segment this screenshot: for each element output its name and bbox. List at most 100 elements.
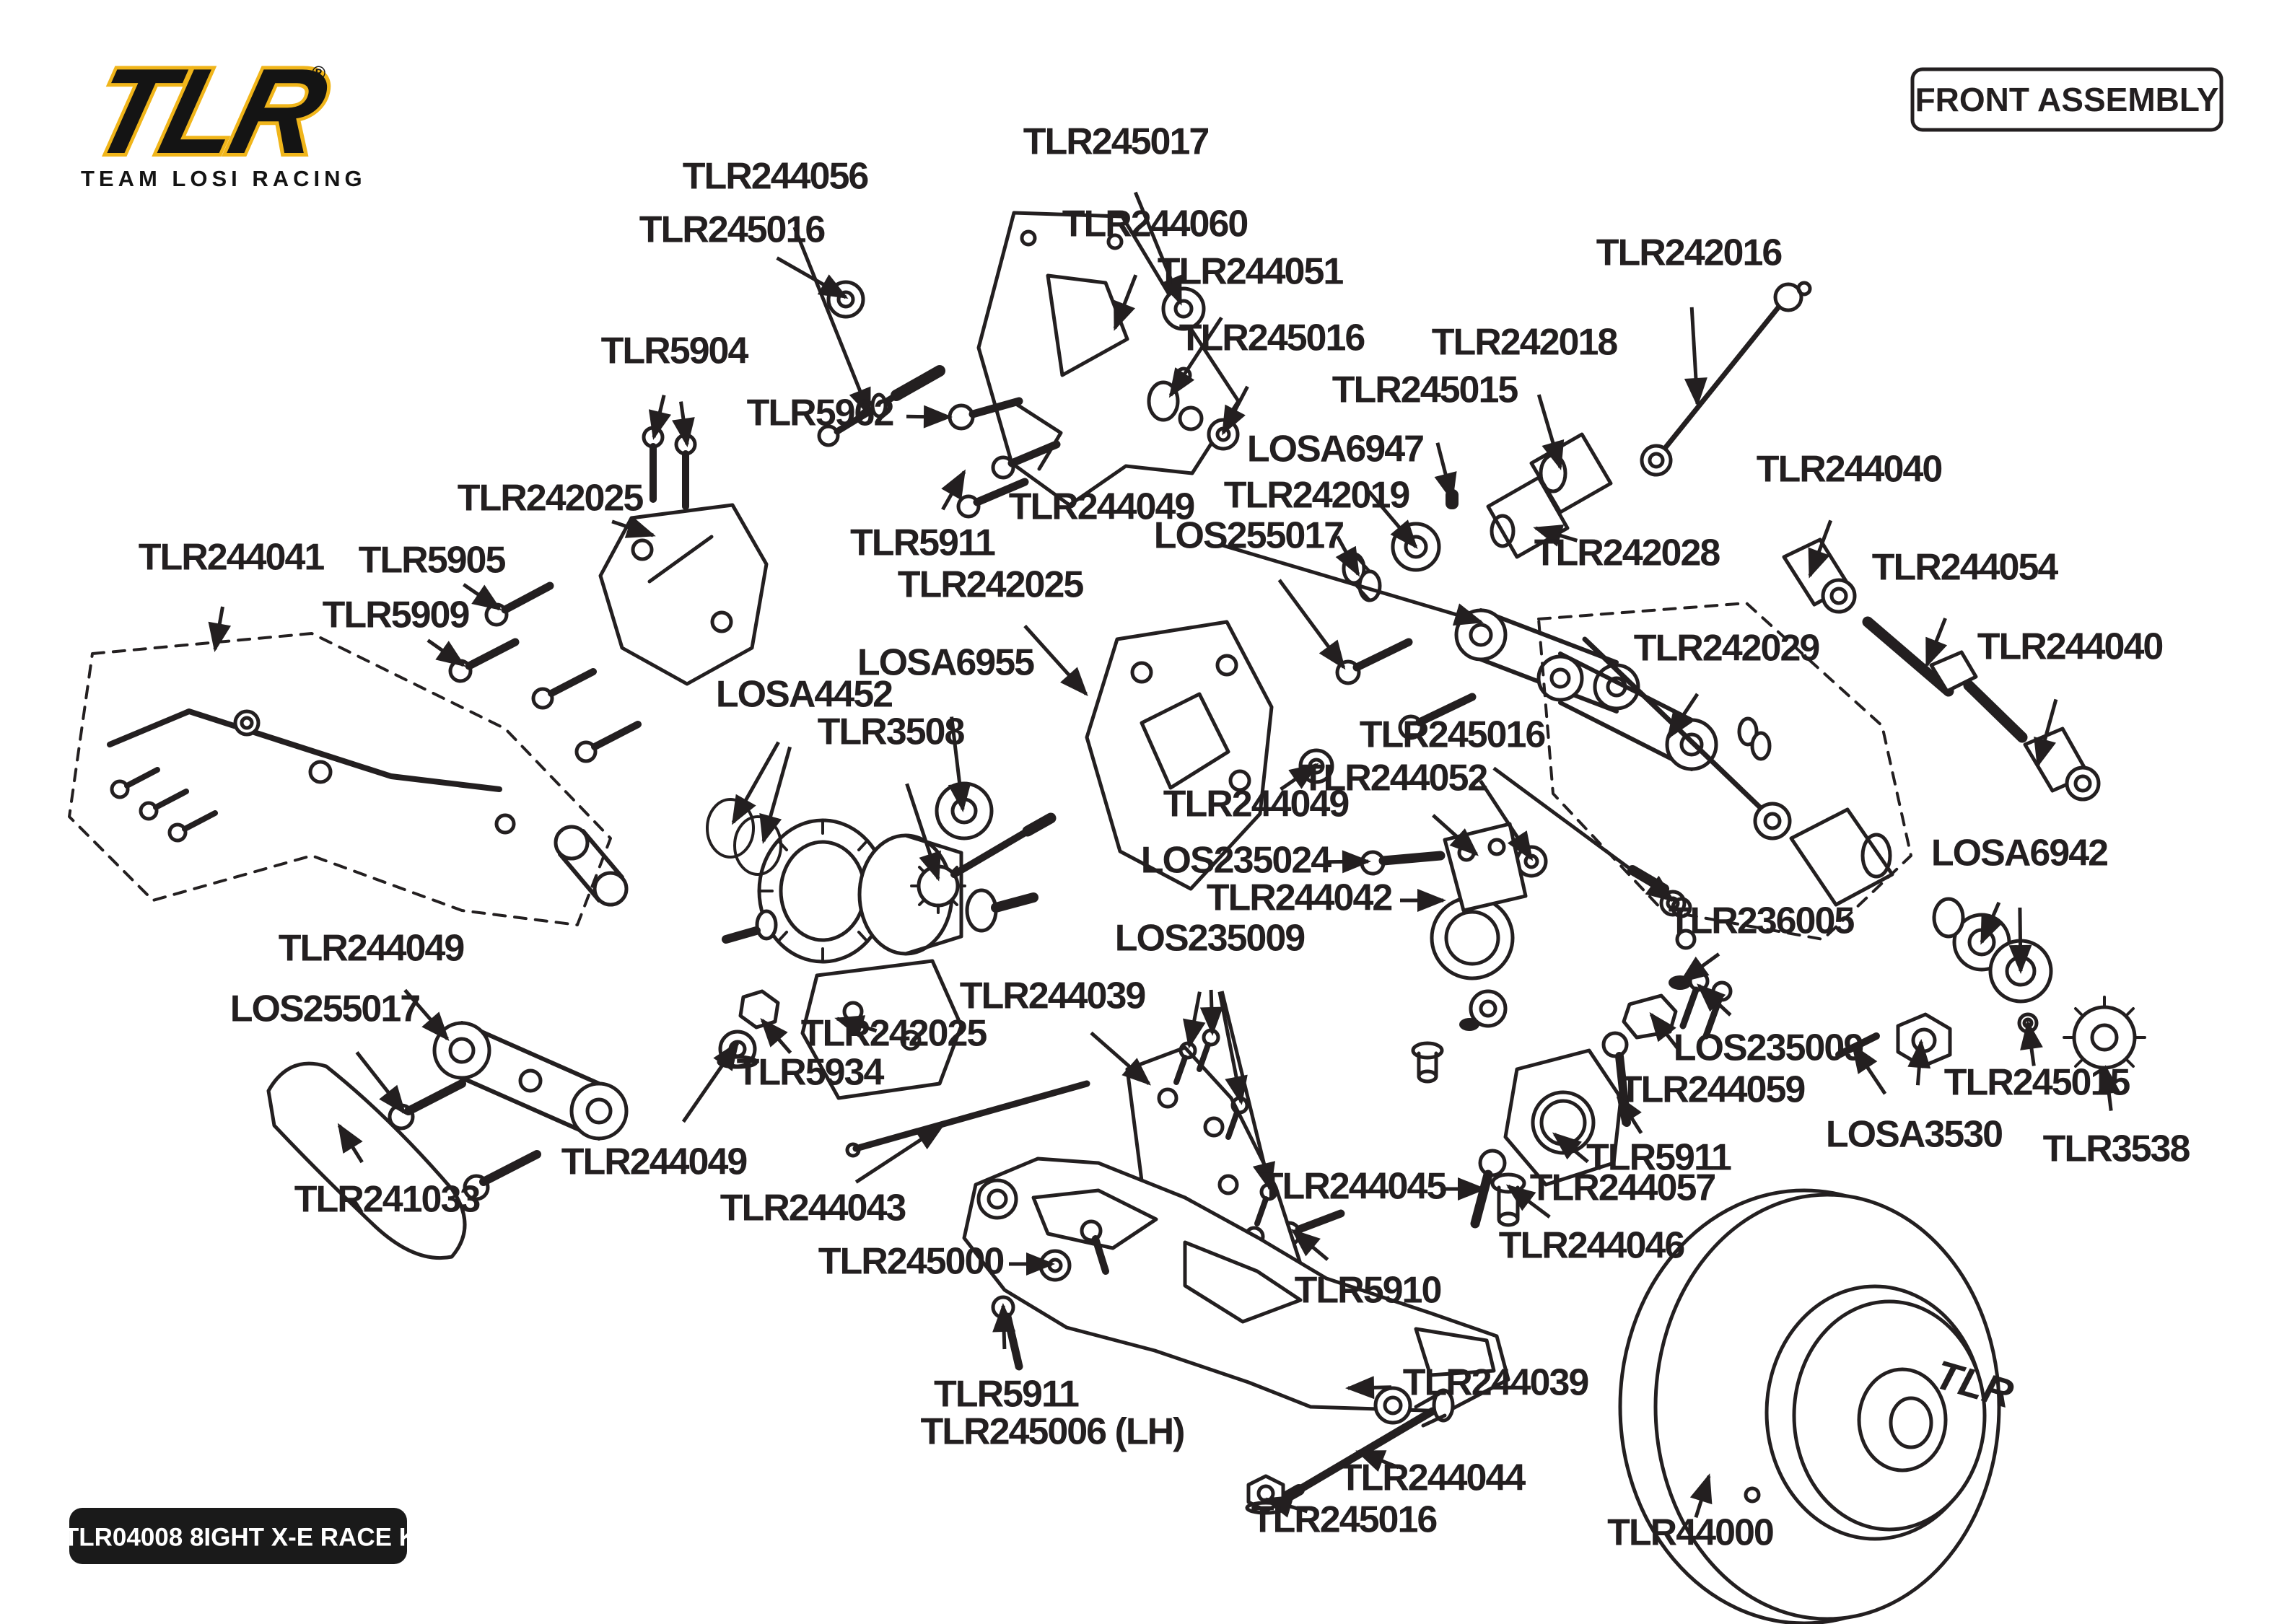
part-label: TLR244040 xyxy=(1977,626,2163,668)
part-label: TLR5909 xyxy=(323,594,469,636)
part-label: TLR5962 xyxy=(747,392,893,434)
leader-line xyxy=(1533,524,1578,547)
sketch-lower-arm xyxy=(962,1156,1510,1425)
part-label: TLR244052 xyxy=(1302,758,1487,799)
leader-line xyxy=(681,1040,740,1123)
sketch-sway-bar-dashed-region xyxy=(68,632,629,926)
part-label: TLR244039 xyxy=(1403,1362,1588,1404)
leader-line xyxy=(792,226,872,418)
part-label: LOS255017 xyxy=(230,988,419,1030)
part-label: TLR242025 xyxy=(898,564,1084,606)
leader-line xyxy=(1183,991,1206,1049)
leader-line xyxy=(1217,991,1248,1105)
part-label: TLR242019 xyxy=(1224,475,1409,517)
leader-line xyxy=(2034,698,2058,768)
part-label: TLR244046 xyxy=(1499,1225,1685,1267)
part-label: TLR244041 xyxy=(139,537,325,579)
part-label: TLR244039 xyxy=(960,975,1145,1017)
part-label: TLR245006 (LH) xyxy=(921,1411,1184,1453)
part-label: TLR242016 xyxy=(1596,232,1783,274)
part-label: TLR244045 xyxy=(1261,1166,1447,1208)
part-label: TLR245016 xyxy=(1360,714,1546,756)
leader-line xyxy=(1345,1376,1392,1400)
part-label: TLR236005 xyxy=(1669,900,1855,942)
part-label: TLR5904 xyxy=(601,330,749,372)
leader-line xyxy=(1492,766,1676,903)
part-label: TLR242029 xyxy=(1634,628,1819,670)
part-label: TLR244040 xyxy=(1757,449,1942,491)
leader-line xyxy=(1355,1449,1399,1472)
leader-line xyxy=(731,741,780,825)
part-label: TLR245000 xyxy=(818,1241,1004,1283)
leader-line xyxy=(355,1051,406,1115)
leader-line xyxy=(1434,442,1457,502)
part-label: TLR5911 xyxy=(1586,1137,1731,1179)
leader-line xyxy=(2097,1065,2121,1111)
leader-line xyxy=(1280,763,1319,791)
leader-line xyxy=(1290,1229,1329,1261)
part-label: TLR245015 xyxy=(1332,369,1518,411)
part-label: TLR5911 xyxy=(934,1374,1079,1415)
leader-line xyxy=(1679,952,1720,983)
leader-line xyxy=(1536,394,1565,470)
leader-line xyxy=(1689,1473,1713,1518)
part-label: TLR5934 xyxy=(737,1052,885,1094)
part-label: LOS235009 xyxy=(1674,1027,1863,1069)
leader-line xyxy=(1616,1094,1643,1134)
leader-line xyxy=(648,395,672,440)
leader-lines-layer xyxy=(208,191,2121,1518)
leader-line xyxy=(834,1015,878,1037)
leader-line xyxy=(1263,1495,1308,1518)
leader-line xyxy=(1335,535,1360,577)
leader-line xyxy=(760,1017,792,1054)
part-label: TLR242028 xyxy=(1534,532,1720,574)
sketch-hub-hardware-right xyxy=(1835,897,2146,1079)
sketch-wheel xyxy=(1618,1188,2001,1624)
part-label: TLR5905 xyxy=(359,540,506,581)
part-label: LOS235009 xyxy=(1115,918,1304,960)
leader-line xyxy=(1666,693,1700,740)
part-label: TLR244042 xyxy=(1207,877,1392,919)
tlr-logo-acronym: TLR xyxy=(79,44,339,179)
leader-line xyxy=(2020,1020,2043,1066)
kit-badge: C-TLR04008 8IGHT X-E RACE KIT xyxy=(37,1508,440,1564)
leader-line xyxy=(1277,579,1346,670)
leader-line xyxy=(1505,1184,1551,1219)
registered-mark: ® xyxy=(312,62,325,84)
part-label: TLR241033 xyxy=(294,1179,481,1221)
part-label: LOS255017 xyxy=(1154,515,1343,557)
part-label: TLR5911 xyxy=(850,522,995,564)
part-label: TLR245015 xyxy=(1944,1062,2130,1104)
part-label: TLR244054 xyxy=(1872,547,2059,589)
tlr-logo: TLR ® TEAM LOSI RACING xyxy=(75,40,367,191)
sketch-gearbox-upper xyxy=(448,503,769,763)
leader-line xyxy=(208,606,232,652)
sketch-differential xyxy=(706,781,1057,964)
leader-line xyxy=(905,783,941,882)
part-label: TLR44000 xyxy=(1607,1512,1773,1554)
front-assembly-badge: FRONT ASSEMBLY xyxy=(1910,67,2223,132)
leader-line xyxy=(1479,779,1534,861)
leader-line xyxy=(1697,983,1732,1017)
leader-line xyxy=(1133,191,1183,306)
part-label: TLR244060 xyxy=(1062,203,1248,245)
part-label: TLR244049 xyxy=(561,1141,747,1183)
leader-line xyxy=(906,405,953,429)
leader-line xyxy=(337,1123,364,1164)
leader-line xyxy=(1221,385,1249,436)
leader-line xyxy=(611,516,656,538)
leader-line xyxy=(1851,1043,1887,1095)
leader-line xyxy=(672,401,695,447)
tlr-logo-subtitle: TEAM LOSI RACING xyxy=(81,166,367,191)
leader-line xyxy=(1808,519,1833,579)
part-label: LOSA3530 xyxy=(1826,1114,2002,1156)
leader-line xyxy=(759,746,792,844)
part-label: TLR244059 xyxy=(1619,1069,1805,1111)
leader-line xyxy=(1222,543,1484,626)
leader-line xyxy=(1432,814,1479,856)
part-label: TLR244044 xyxy=(1339,1457,1526,1499)
part-label: TLR244049 xyxy=(279,928,464,970)
leader-line xyxy=(948,716,971,812)
